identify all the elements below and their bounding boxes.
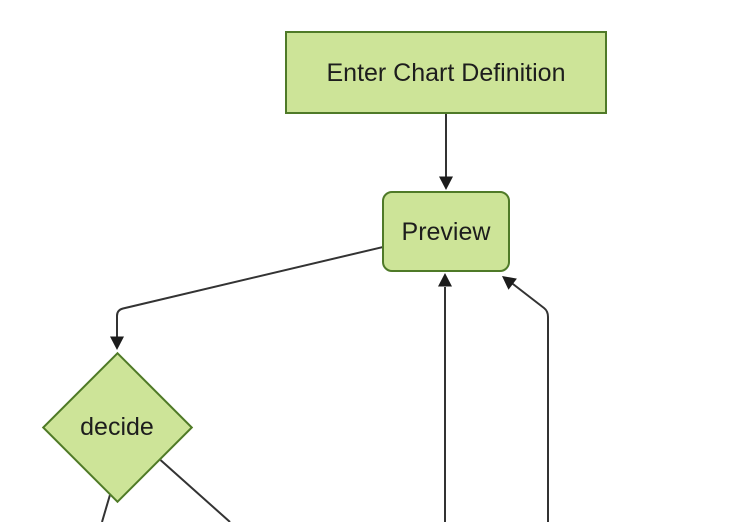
node-enter-chart-definition-label: Enter Chart Definition [326, 58, 566, 87]
node-preview: Preview [382, 191, 510, 272]
edge-preview-to-decide [116, 246, 384, 337]
node-enter-chart-definition: Enter Chart Definition [285, 31, 607, 114]
arrowhead-offscreen-center-to-preview [438, 273, 452, 287]
arrowhead-preview-to-decide [110, 336, 124, 350]
node-decide-label: decide [37, 412, 197, 442]
node-decide-label-text: decide [80, 412, 154, 441]
arrowhead-enter-to-preview [439, 176, 453, 190]
edge-offscreen-right-to-preview [510, 281, 549, 522]
arrowhead-offscreen-right-to-preview [502, 276, 517, 290]
node-preview-label: Preview [401, 217, 491, 246]
edge-decide-offscreen-right [155, 455, 231, 522]
